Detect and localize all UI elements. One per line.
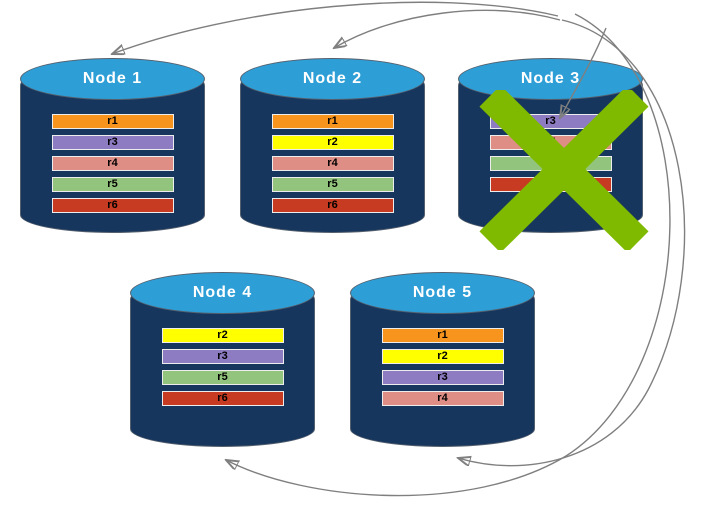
node-3-range-bar-r4: r4	[489, 135, 612, 150]
node-3-range-bar-r3: r3	[489, 114, 612, 129]
node-4-range-bar-r6: r6	[161, 391, 284, 406]
node-4-range-bar-r2: r2	[161, 328, 284, 343]
arrow-node3-to-node1	[112, 1, 559, 54]
node-2-ranges: r1 r2 r4 r5 r6	[240, 114, 425, 219]
node-2-title: Node 2	[302, 70, 363, 87]
node-3-range-bar-r5: r5	[489, 156, 612, 171]
node-2-cylinder-top: Node 2	[240, 58, 425, 100]
node-5-title: Node 5	[412, 284, 473, 301]
node-2: Node 2 r1 r2 r4 r5 r6	[240, 58, 425, 233]
node-1-title: Node 1	[82, 70, 143, 87]
node-3-cylinder-top: Node 3	[458, 58, 643, 100]
node-3-range-bar-r6: r6	[489, 177, 612, 192]
node-5-ranges: r1 r2 r3 r4	[350, 328, 535, 412]
node-4-cylinder-top: Node 4	[130, 272, 315, 314]
node-1-range-bar-r5: r5	[51, 177, 174, 192]
node-4: Node 4 r2 r3 r5 r6	[130, 272, 315, 447]
node-4-range-bar-r3: r3	[161, 349, 284, 364]
node-2-range-bar-r6: r6	[271, 198, 394, 213]
node-1-range-bar-r4: r4	[51, 156, 174, 171]
node-1-cylinder-top: Node 1	[20, 58, 205, 100]
node-5-range-bar-r1: r1	[381, 328, 504, 343]
node-5-range-bar-r2: r2	[381, 349, 504, 364]
node-5-range-bar-r3: r3	[381, 370, 504, 385]
node-2-range-bar-r5: r5	[271, 177, 394, 192]
node-5: Node 5 r1 r2 r3 r4	[350, 272, 535, 447]
node-5-cylinder-top: Node 5	[350, 272, 535, 314]
node-2-range-bar-r2: r2	[271, 135, 394, 150]
node-4-range-bar-r5: r5	[161, 370, 284, 385]
node-2-range-bar-r1: r1	[271, 114, 394, 129]
node-4-ranges: r2 r3 r5 r6	[130, 328, 315, 412]
node-5-range-bar-r4: r4	[381, 391, 504, 406]
node-3-ranges: r3 r4 r5 r6	[458, 114, 643, 198]
arrow-node3-to-node2	[334, 9, 561, 48]
node-1-range-bar-r3: r3	[51, 135, 174, 150]
node-1-range-bar-r1: r1	[51, 114, 174, 129]
node-4-title: Node 4	[192, 284, 253, 301]
node-1: Node 1 r1 r3 r4 r5 r6	[20, 58, 205, 233]
node-3-title: Node 3	[520, 70, 581, 87]
node-3: Node 3 r3 r4 r5 r6	[458, 58, 643, 233]
node-1-range-bar-r6: r6	[51, 198, 174, 213]
node-2-range-bar-r4: r4	[271, 156, 394, 171]
node-1-ranges: r1 r3 r4 r5 r6	[20, 114, 205, 219]
